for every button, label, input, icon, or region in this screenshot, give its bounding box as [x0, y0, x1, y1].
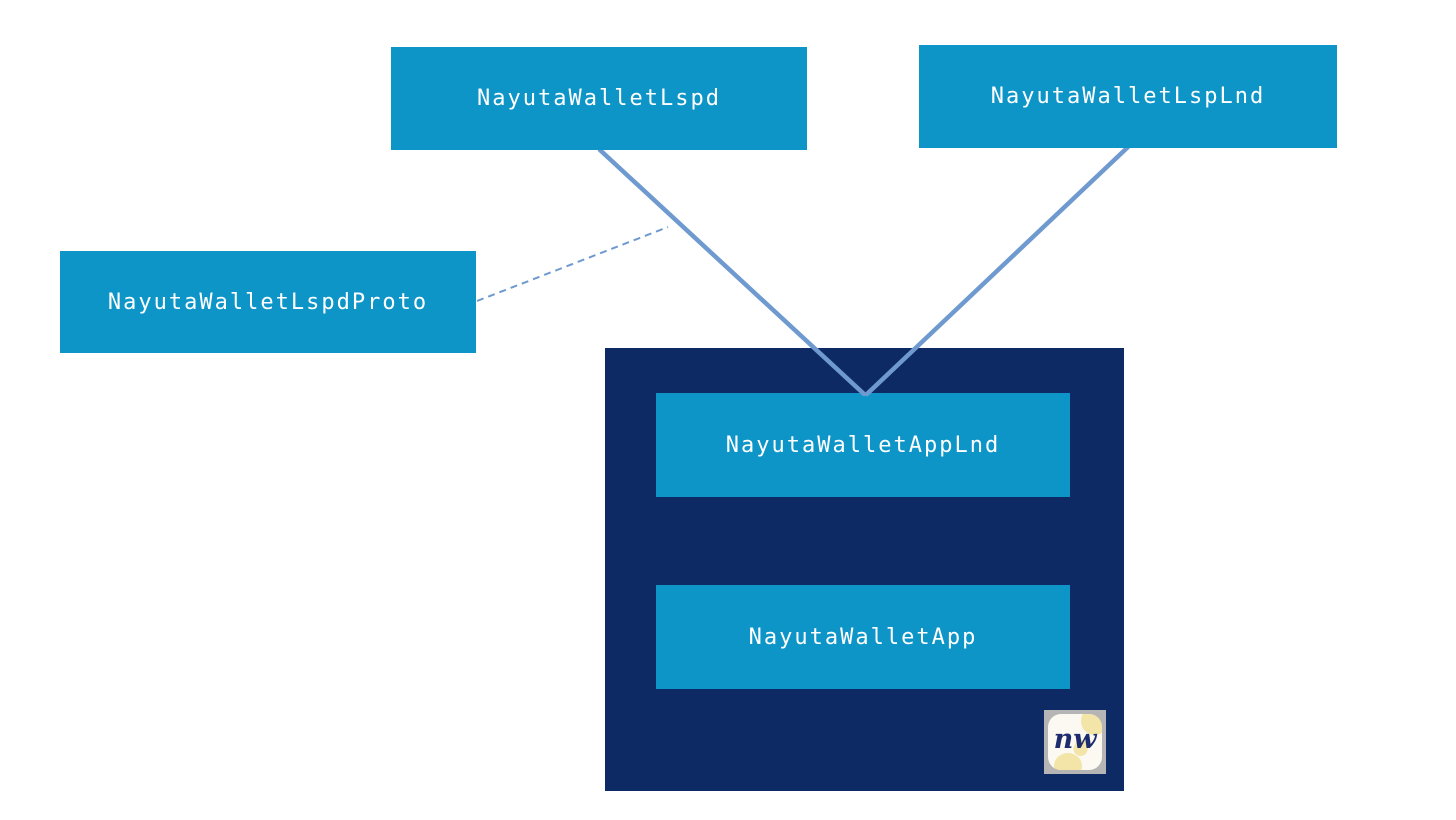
node-nayutawalletlspdproto-label: NayutaWalletLspdProto	[107, 289, 429, 315]
connector-lspdproto-to-lspd-dashed	[476, 226, 669, 302]
node-nayutawalletapp-label: NayutaWalletApp	[748, 624, 978, 650]
node-nayutawalletapp: NayutaWalletApp	[656, 585, 1070, 689]
node-nayutawalletlsplnd: NayutaWalletLspLnd	[919, 45, 1337, 148]
node-nayutawalletlspdproto: NayutaWalletLspdProto	[60, 251, 476, 353]
node-nayutawalletlsplnd-label: NayutaWalletLspLnd	[990, 84, 1266, 109]
nayuta-wallet-logo-icon: nw	[1044, 710, 1106, 774]
logo-text: nw	[1053, 723, 1097, 755]
node-nayutawalletapplnd-label: NayutaWalletAppLnd	[725, 432, 1001, 458]
logo-blob-bottom-left	[1054, 753, 1082, 770]
node-nayutawalletapplnd: NayutaWalletAppLnd	[656, 393, 1070, 497]
node-nayutawalletlspd: NayutaWalletLspd	[391, 47, 807, 150]
logo-face: nw	[1048, 714, 1102, 770]
node-nayutawalletlspd-label: NayutaWalletLspd	[477, 86, 721, 111]
logo-blob-top-right	[1081, 714, 1102, 735]
container-nayutawalletapp-group: NayutaWalletAppLnd NayutaWalletApp nw	[605, 348, 1124, 791]
